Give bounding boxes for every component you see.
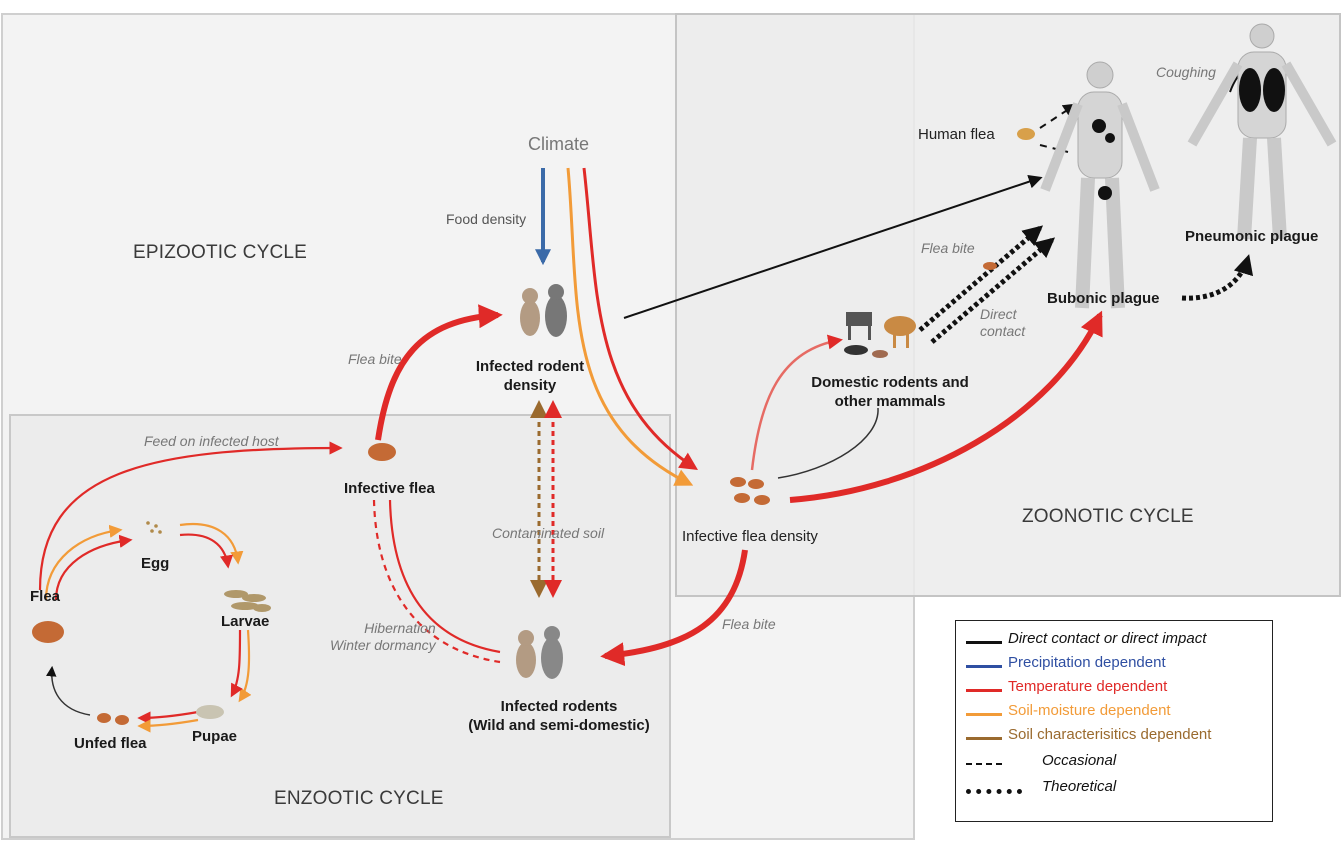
feed-on-host-label: Feed on infected host [144, 433, 279, 449]
epizootic-cycle-label: EPIZOOTIC CYCLE [133, 242, 308, 263]
legend-swatch [966, 789, 1022, 794]
legend-swatch [966, 763, 1002, 765]
legend-item: Soil-moisture dependent [956, 701, 1274, 723]
domestic-link-line [777, 407, 879, 479]
lifecycle-unfed-flea-black [46, 665, 91, 716]
flea-bite-label: Flea bite [722, 616, 776, 632]
legend-item: Occasional [956, 751, 1274, 773]
unfed-flea-stage-label: Unfed flea [74, 735, 147, 752]
human-flea-label: Human flea [918, 126, 995, 143]
domestic-mammals-icon [844, 312, 916, 358]
flea-icon [32, 128, 1035, 725]
lifecycle-flea-egg-red [54, 534, 133, 601]
zoonotic-cycle-label: ZOONOTIC CYCLE [1022, 506, 1194, 527]
rodent-to-human-arrow [623, 174, 1043, 319]
theoretical-arrow-2 [930, 237, 1056, 344]
coughing-label: Coughing [1156, 64, 1216, 80]
soil-arrowhead-up-brown [530, 400, 548, 418]
legend-label: Theoretical [1042, 778, 1117, 795]
infected-rodents-label: Infected rodents (Wild and semi-domestic… [468, 698, 650, 734]
temperature-arrow [582, 167, 699, 470]
direct-contact-label: Direct contact [980, 306, 1026, 339]
flea-to-domestic-arrow [750, 334, 843, 471]
egg-icon [146, 521, 162, 534]
domestic-rodents-label: Domestic rodents and other mammals [811, 374, 969, 410]
rodent-icon [516, 626, 563, 679]
enzootic-region [9, 414, 671, 838]
human-figure-icon [1040, 61, 1160, 309]
legend-swatch [966, 665, 1002, 668]
infected-rodent-density-label: Infected rodent density [475, 358, 585, 394]
pupae-icon [196, 705, 224, 719]
legend-swatch [966, 713, 1002, 716]
lifecycle-egg-larvae-orange [179, 522, 244, 565]
legend-swatch [966, 689, 1002, 692]
food-density-label: Food density [446, 211, 527, 227]
lifecycle-pupae-unfed-orange [137, 718, 199, 733]
soil-arrowhead-up-red [544, 400, 562, 418]
legend-label: Occasional [1042, 752, 1117, 769]
flea-bite-label: Flea bite [348, 351, 402, 367]
legend-swatch [966, 641, 1002, 644]
legend-label: Soil characterisitics dependent [1008, 726, 1212, 743]
hibernation-curve-solid [388, 499, 501, 654]
legend-label: Soil-moisture dependent [1008, 702, 1171, 719]
legend-swatch [966, 737, 1002, 740]
contaminated-soil-label: Contaminated soil [492, 525, 605, 541]
flea-stage-label: Flea [30, 588, 61, 605]
soil-moisture-arrow [566, 167, 694, 486]
hibernation-label: Hibernation Winter dormancy [330, 620, 436, 653]
flea-bite-arrow-up [375, 304, 503, 441]
legend-item: Soil characterisitics dependent [956, 725, 1274, 747]
lifecycle-egg-larvae-red [179, 533, 234, 569]
flea-bite-label: Flea bite [921, 240, 975, 256]
infective-flea-label: Infective flea [344, 480, 435, 497]
pupae-stage-label: Pupae [192, 728, 238, 745]
bubonic-plague-label: Bubonic plague [1047, 290, 1160, 307]
infective-flea-density-label: Infective flea density [682, 528, 818, 545]
larvae-stage-label: Larvae [221, 613, 270, 630]
legend: Direct contact or direct impact Precipit… [955, 620, 1273, 822]
theoretical-arrow-1 [918, 225, 1044, 332]
egg-stage-label: Egg [141, 555, 170, 572]
legend-label: Direct contact or direct impact [1008, 630, 1207, 647]
larvae-icon [224, 590, 271, 612]
flea-bite-arrow-down [600, 549, 748, 667]
legend-item: Precipitation dependent [956, 653, 1274, 675]
feed-on-host-arrow [38, 441, 343, 591]
legend-label: Precipitation dependent [1008, 654, 1166, 671]
rodent-icon [520, 284, 567, 337]
zoonotic-region [675, 13, 1341, 597]
soil-arrowhead-down-red [544, 580, 562, 598]
pneumonic-plague-label: Pneumonic plague [1185, 228, 1319, 245]
legend-item: Theoretical [956, 777, 1274, 799]
occasional-arrow-1 [1039, 103, 1078, 129]
lifecycle-larvae-pupae-red [230, 629, 243, 698]
lifecycle-flea-egg-orange [44, 524, 123, 601]
occasional-line-2 [1039, 144, 1069, 153]
enzootic-cycle-label: ENZOOTIC CYCLE [274, 788, 444, 809]
bubonic-to-pneumonic-arrow [1181, 254, 1254, 301]
legend-item: Temperature dependent [956, 677, 1274, 699]
lifecycle-pupae-unfed-red [137, 710, 199, 725]
legend-label: Temperature dependent [1008, 678, 1168, 695]
legend-item: Direct contact or direct impact [956, 629, 1274, 651]
human-figure-icon [1187, 23, 1337, 240]
soil-arrowhead-down-brown [530, 580, 548, 598]
climate-label: Climate [528, 134, 590, 154]
flea-to-bubonic-arrow [789, 310, 1103, 503]
